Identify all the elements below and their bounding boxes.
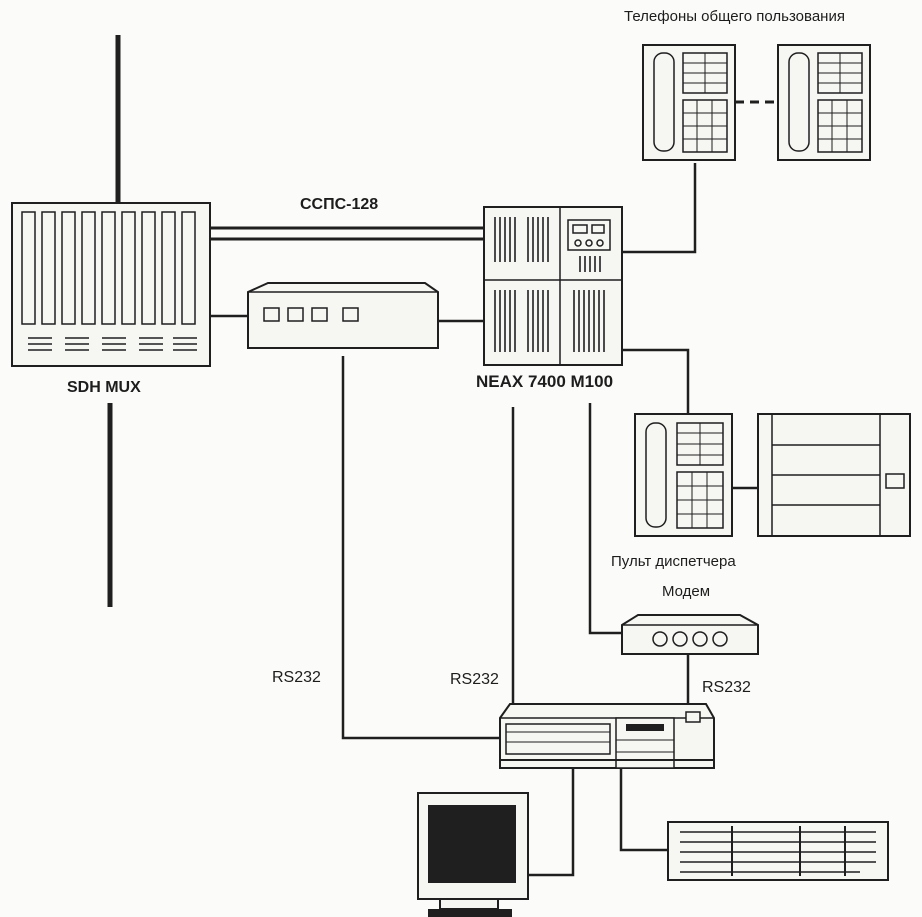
rs232-left-label: RS232 xyxy=(272,669,321,686)
sdh-mux-label: SDH MUX xyxy=(67,379,141,396)
rs232-right-label: RS232 xyxy=(702,679,751,696)
public-phone-2 xyxy=(777,44,871,161)
modem-device xyxy=(621,614,759,655)
sdh-mux-device xyxy=(11,202,211,367)
mux-ventilation xyxy=(28,337,197,351)
public-phone-1 xyxy=(642,44,736,161)
neax-dispatcher-line xyxy=(622,348,690,414)
neax-phones-line xyxy=(622,163,697,254)
dispatcher-phone xyxy=(634,413,733,537)
sspc-label: ССПС-128 xyxy=(300,196,379,213)
neax-vents-left xyxy=(494,217,549,352)
rs232-middle-label: RS232 xyxy=(450,671,499,688)
monitor xyxy=(417,792,529,917)
keyboard xyxy=(667,821,889,881)
neax-modem-line xyxy=(588,403,622,635)
public-phones-label: Телефоны общего пользования xyxy=(624,8,845,25)
neax-vents-right xyxy=(573,256,605,352)
modem-label: Модем xyxy=(662,583,711,600)
pc-monitor-line xyxy=(528,768,575,877)
neax-control-panel xyxy=(567,219,611,251)
neax-label: NEAX 7400 M100 xyxy=(476,372,614,391)
hub-device xyxy=(247,282,439,349)
neax-pbx-device xyxy=(483,206,623,366)
mux-slot-cards xyxy=(21,211,196,325)
hub-pc-line xyxy=(341,356,500,740)
pc-keyboard-line xyxy=(619,768,668,852)
connection-lines xyxy=(107,35,778,877)
pc-system-unit xyxy=(499,703,715,769)
dispatcher-label: Пульт диспетчера xyxy=(611,553,736,570)
dispatcher-panel xyxy=(757,413,911,537)
